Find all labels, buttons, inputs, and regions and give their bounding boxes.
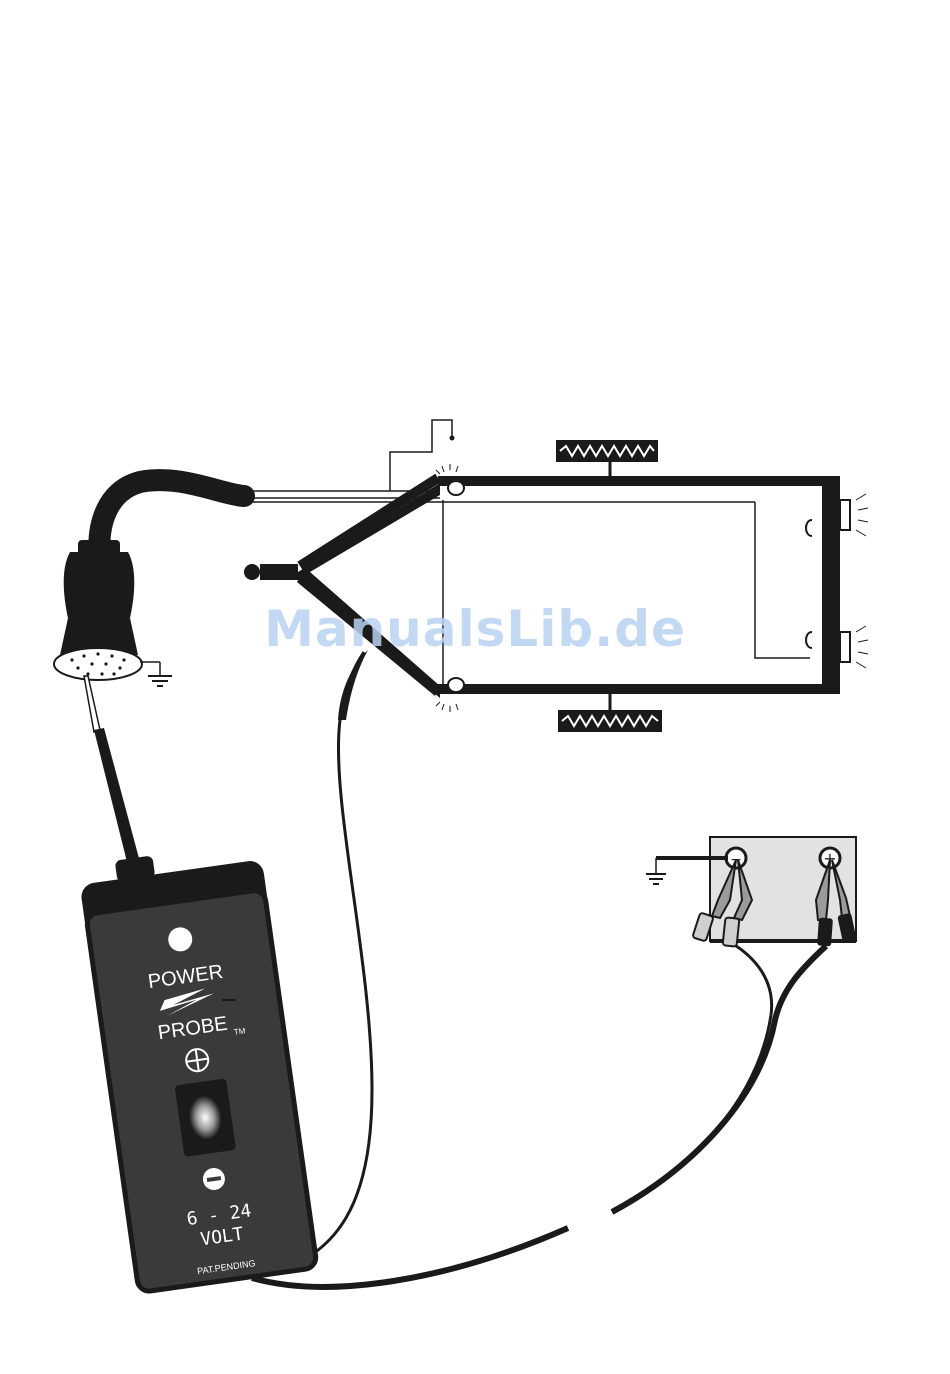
probe-lead-cable <box>252 650 826 1287</box>
ground-symbol-icon <box>148 676 172 686</box>
front-marker-lamp-icon <box>448 678 464 692</box>
front-marker-lamp-icon <box>448 481 464 495</box>
watermark-text: ManualsLib.de <box>0 600 950 658</box>
trailer-frame <box>244 420 868 712</box>
power-probe-body: POWER PROBE TM 6 - 24 VOLT PAT.PENDING <box>80 859 320 1293</box>
trailer-wheel-bottom <box>558 694 662 732</box>
battery-ground-icon <box>646 874 666 884</box>
tail-light-icon <box>840 500 850 530</box>
probe-trademark: TM <box>233 1026 246 1037</box>
probe-tip <box>84 676 155 883</box>
trailer-wheel-top <box>556 440 658 478</box>
hitch-ball-icon <box>244 564 260 580</box>
